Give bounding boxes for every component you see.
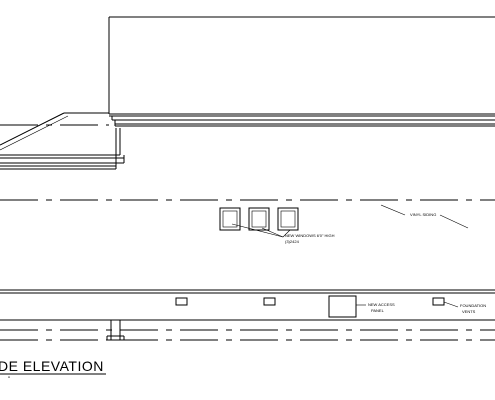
window-leaders [231,223,291,238]
vinyl-siding-note: VINYL SIDING [410,212,436,217]
eave-fascia [109,113,495,127]
foundation-vents-leader [443,301,459,308]
new-windows-note-line2: (3)2424 [285,239,300,244]
new-windows-note-line1: NEW WINDOWS 6'0" HIGH [285,233,335,238]
foundation-wall [0,289,495,321]
porch-footing [106,320,125,341]
drawing-title: DE ELEVATION [0,358,104,374]
access-panel-note-line2: PANEL [371,308,385,313]
vinyl-siding-leader [380,204,406,216]
upper-roof-outline [108,16,495,114]
window-2 [248,207,270,231]
access-panel [328,295,357,318]
foundation-vents-note-line1: FOUNDATION [460,303,486,308]
vinyl-siding-leader-2 [439,214,469,229]
scale-fragment: " [8,377,10,383]
foundation-vent-3 [432,297,445,306]
foundation-vents-note-line2: VENTS [462,309,476,314]
porch-fascia [0,128,125,170]
foundation-vent-1 [175,297,188,306]
porch-roof [0,112,109,151]
foundation-vent-2 [263,297,276,306]
access-panel-note-line1: NEW ACCESS [368,302,395,307]
window-3 [277,207,299,231]
window-1 [219,207,241,231]
